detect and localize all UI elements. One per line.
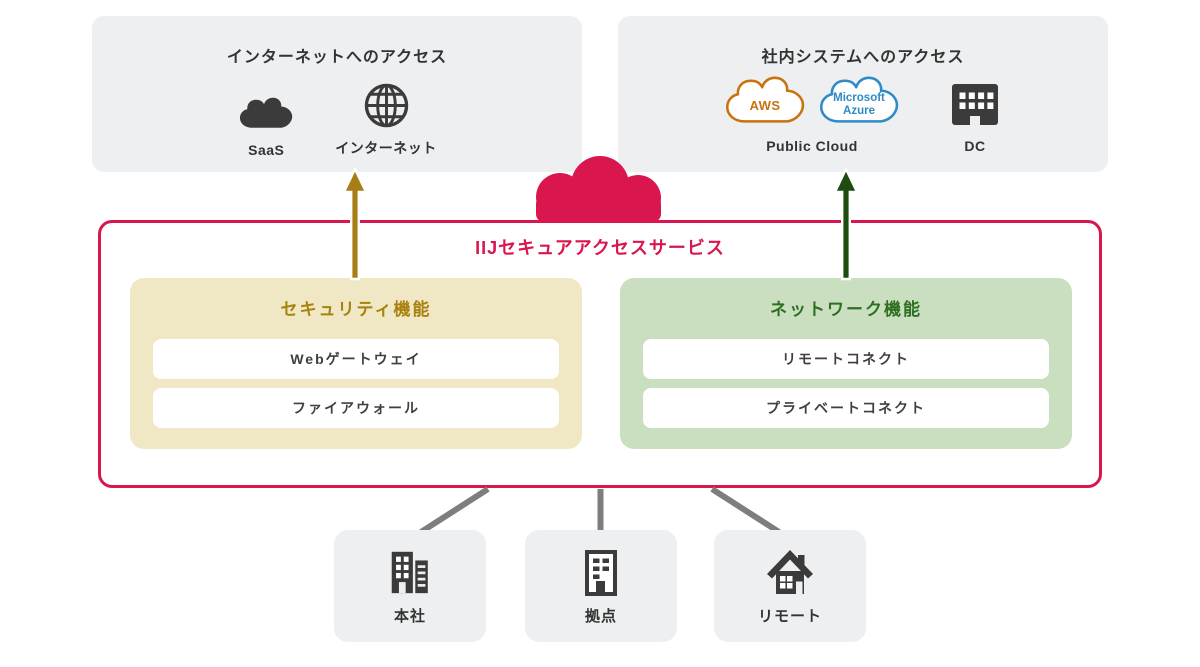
remote-label: リモート [757,608,822,625]
aws-cloud-icon: AWS [723,71,807,129]
security-functions-title: セキュリティ機能 [280,300,432,319]
internet-globe-icon [363,77,410,129]
internet-access-panel: インターネットへのアクセス SaaS [92,16,582,172]
saas-label: SaaS [248,142,285,158]
internal-systems-title: 社内システムへのアクセス [761,49,965,66]
public-cloud-group: AWS Microsoft Azure Public Cloud [723,71,901,154]
site-connector-lines [419,486,781,535]
saas-cloud-icon [237,81,295,133]
public-cloud-icons: AWS Microsoft Azure [723,71,901,129]
web-gateway-pill: Webゲートウェイ [153,339,559,379]
remote-house-icon [766,546,814,596]
internet-label: インターネット [335,140,437,156]
site-headquarters: 本社 [334,530,486,642]
azure-cloud-icon: Microsoft Azure [817,71,901,129]
headquarters-building-icon [385,546,435,596]
internet-access-icons: SaaS インターネッ [92,77,582,158]
internet-access-title: インターネットへのアクセス [226,49,448,66]
saas-item: SaaS [237,81,295,158]
firewall-pill: ファイアウォール [153,388,559,428]
aws-label: AWS [749,97,781,113]
dc-building-icon [947,77,1003,129]
site-remote: リモート [714,530,866,642]
security-functions-box: セキュリティ機能 Webゲートウェイ ファイアウォール [130,278,582,449]
service-title: IIJセキュアアクセスサービス [475,238,725,258]
branch-label: 拠点 [584,608,617,625]
dc-group: DC [947,77,1003,154]
network-functions-title: ネットワーク機能 [770,300,922,319]
remote-connect-pill: リモートコネクト [643,339,1049,379]
internal-systems-icons: AWS Microsoft Azure Public Cloud [618,71,1108,154]
public-cloud-label: Public Cloud [766,138,858,154]
azure-label: Microsoft Azure [833,91,885,117]
private-connect-pill: プライベートコネクト [643,388,1049,428]
network-functions-box: ネットワーク機能 リモートコネクト プライベートコネクト [620,278,1072,449]
headquarters-label: 本社 [393,608,426,625]
site-branch: 拠点 [525,530,677,642]
internal-systems-panel: 社内システムへのアクセス AWS Microsoft Azure [618,16,1108,172]
internet-item: インターネット [335,77,437,158]
service-cloud-icon [524,155,676,222]
dc-label: DC [964,138,986,154]
branch-building-icon [577,546,625,596]
secure-access-service-box: IIJセキュアアクセスサービス セキュリティ機能 Webゲートウェイ ファイアウ… [98,220,1102,488]
